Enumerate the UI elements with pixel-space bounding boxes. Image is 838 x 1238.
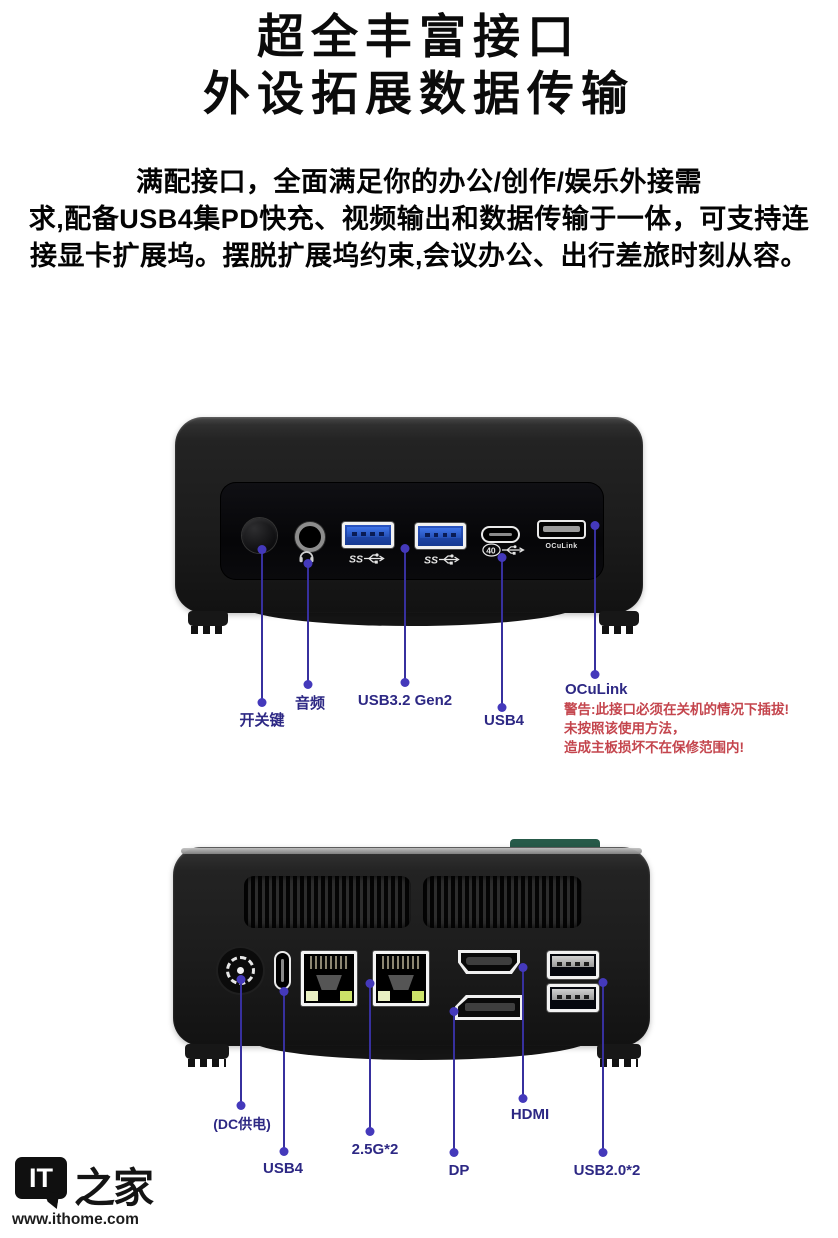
intro-paragraph: 满配接口，全面满足你的办公/创作/娱乐外接需 求,配备USB4集PD快充、视频输… (20, 164, 818, 275)
warning-line-1: 警告:此接口必须在关机的情况下插拔! (564, 702, 789, 717)
usb-ss-icon: SS (349, 553, 385, 566)
usb-a-3-port-2 (415, 523, 466, 549)
callout-line-usb4-back (283, 990, 285, 1152)
callout-line-usb32 (404, 547, 406, 683)
mini-pc-back-photo (173, 847, 650, 1046)
warning-line-3: 造成主板损坏不在保修范围内! (564, 740, 744, 755)
paragraph-line-2: 求,配备USB4集PD快充、视频输出和数据传输于一体，可支持连 (28, 204, 810, 234)
usb-a-2-port-2 (547, 984, 599, 1012)
front-foot-right (599, 611, 639, 634)
hdmi-port (458, 950, 520, 974)
back-foot-right (597, 1044, 641, 1067)
audio-jack (295, 522, 325, 552)
paragraph-line-1: 满配接口，全面满足你的办公/创作/娱乐外接需 (135, 167, 702, 197)
label-dp: DP (448, 1162, 470, 1179)
ithome-logo-zhijia-text: 之家 (74, 1164, 154, 1212)
usb4-40gbps-icon: 40 (482, 543, 525, 557)
oculink-warning: 警告:此接口必须在关机的情况下插拔! 未按照该使用方法， 造成主板损坏不在保修范… (564, 700, 789, 757)
label-dc: (DC供电) (213, 1116, 271, 1132)
label-usb4-back: USB4 (262, 1160, 304, 1177)
page-title: 超全丰富接口 外设拓展数据传输 (0, 8, 838, 122)
usb-a-3-port-1 (342, 522, 394, 548)
callout-line-oculink (594, 524, 596, 675)
svg-text:40: 40 (486, 545, 496, 555)
label-usb4-front: USB4 (483, 712, 525, 729)
ithome-logo: IT (15, 1157, 67, 1199)
svg-text:SS: SS (349, 554, 363, 566)
vent-grille-left (244, 876, 411, 928)
oculink-port (537, 520, 586, 539)
displayport-port (455, 995, 523, 1020)
warning-line-2: 未按照该使用方法， (564, 721, 686, 736)
front-foot-left (188, 611, 228, 634)
label-power: 开关键 (239, 712, 285, 729)
vent-grille-right (423, 876, 582, 928)
callout-line-hdmi (522, 966, 524, 1099)
callout-line-ethernet (369, 982, 371, 1132)
title-line-2: 外设拓展数据传输 (203, 67, 635, 120)
label-ethernet: 2.5G*2 (351, 1141, 399, 1158)
label-oculink: OCuLink (565, 681, 628, 698)
label-usb20: USB2.0*2 (573, 1162, 641, 1179)
callout-line-dp (453, 1010, 455, 1153)
callout-line-power (261, 548, 263, 703)
ethernet-port-1 (301, 951, 357, 1006)
label-hdmi: HDMI (510, 1106, 550, 1123)
usb4-type-c-port-back (274, 951, 291, 990)
callout-line-usb4-front (501, 556, 503, 708)
title-line-1: 超全丰富接口 (257, 10, 581, 63)
label-audio: 音频 (294, 695, 326, 712)
usb4-type-c-port-front (481, 526, 520, 543)
back-foot-left (185, 1044, 229, 1067)
ethernet-port-2 (373, 951, 429, 1006)
oculink-port-label: OCuLink (545, 543, 578, 550)
ithome-logo-it-text: IT (29, 1162, 53, 1193)
ithome-website-url: www.ithome.com (12, 1211, 139, 1228)
callout-line-audio (307, 562, 309, 685)
usb-a-2-port-1 (547, 951, 599, 979)
paragraph-line-3: 接显卡扩展坞。摆脱扩展坞约束,会议办公、出行差旅时刻从容。 (29, 241, 808, 271)
usb-ss-icon: SS (424, 554, 460, 567)
callout-line-dc (240, 978, 242, 1106)
callout-line-usb20 (602, 981, 604, 1153)
svg-text:SS: SS (424, 555, 438, 567)
label-usb32: USB3.2 Gen2 (357, 692, 453, 709)
